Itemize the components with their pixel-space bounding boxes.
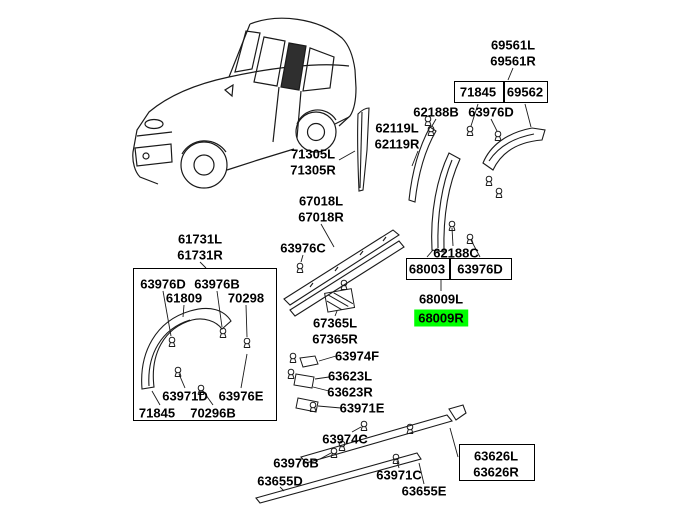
part-label-69561L[interactable]: 69561L [490, 37, 536, 53]
part-label-63623L[interactable]: 63623L [327, 368, 373, 384]
part-label-62188C[interactable]: 62188C [433, 245, 479, 261]
left-overfender-detail-drawing [141, 307, 232, 390]
part-label-63971D[interactable]: 63971D [162, 388, 208, 404]
part-group-box-68003-divider [449, 258, 451, 280]
rear-overfender-drawing [482, 127, 546, 171]
part-label-63976D-top[interactable]: 63976D [468, 104, 514, 120]
front-overfender-drawing [431, 152, 461, 253]
part-label-68009R-highlighted[interactable]: 68009R [414, 309, 468, 327]
side-molding-drawing [283, 229, 405, 317]
part-label-63976D-mid[interactable]: 63976D [457, 261, 503, 277]
part-label-67365L[interactable]: 67365L [312, 315, 358, 331]
part-label-61809[interactable]: 61809 [165, 290, 203, 306]
part-label-68003[interactable]: 68003 [408, 261, 446, 277]
part-label-63626R[interactable]: 63626R [473, 464, 519, 480]
part-group-box-69562 [454, 81, 548, 103]
part-label-63971C[interactable]: 63971C [376, 467, 422, 483]
sill-molding-lower-drawing [255, 452, 422, 504]
vehicle-drawing [132, 17, 357, 189]
part-group-box-63626 [459, 444, 535, 481]
sill-garnish-upper-drawing [300, 404, 467, 464]
leader-lines [151, 67, 532, 492]
pillar-garnish-drawing [357, 107, 370, 192]
part-label-62119L[interactable]: 62119L [375, 120, 419, 136]
bracket-cluster-drawing [293, 355, 319, 413]
part-label-63626L[interactable]: 63626L [473, 448, 519, 464]
part-group-box-69562-divider [503, 81, 505, 103]
front-strip-drawing [408, 126, 437, 203]
part-label-63655E[interactable]: 63655E [401, 483, 447, 499]
part-label-70296B[interactable]: 70296B [190, 405, 236, 421]
part-label-71845-top[interactable]: 71845 [459, 84, 497, 100]
part-label-63655D[interactable]: 63655D [257, 473, 303, 489]
part-group-box-68003 [406, 258, 512, 280]
part-label-68009L[interactable]: 68009L [418, 291, 464, 307]
part-label-63976C[interactable]: 63976C [280, 240, 326, 256]
plate-drawing [324, 288, 356, 313]
part-label-61731R[interactable]: 61731R [177, 247, 223, 263]
part-label-71305R[interactable]: 71305R [290, 162, 336, 178]
part-label-63971E[interactable]: 63971E [339, 400, 385, 416]
part-label-69562[interactable]: 69562 [506, 84, 544, 100]
part-label-63976B-bottom[interactable]: 63976B [273, 455, 319, 471]
part-label-62119R[interactable]: 62119R [374, 136, 420, 152]
part-label-61731L[interactable]: 61731L [177, 231, 223, 247]
part-label-67018R[interactable]: 67018R [298, 209, 344, 225]
part-label-63976D-box[interactable]: 63976D [140, 276, 186, 292]
part-group-box-left-overfender [133, 268, 277, 421]
part-label-69561R[interactable]: 69561R [490, 53, 536, 69]
part-label-70298[interactable]: 70298 [227, 290, 265, 306]
part-label-62188B[interactable]: 62188B [413, 104, 459, 120]
part-label-71305L[interactable]: 71305L [290, 146, 336, 162]
part-label-71845-box[interactable]: 71845 [138, 405, 176, 421]
part-label-67365R[interactable]: 67365R [312, 331, 358, 347]
part-label-63976E[interactable]: 63976E [218, 388, 264, 404]
part-label-67018L[interactable]: 67018L [298, 193, 344, 209]
part-label-63976B-box[interactable]: 63976B [194, 276, 240, 292]
part-label-63974F[interactable]: 63974F [334, 348, 380, 364]
part-label-63623R[interactable]: 63623R [327, 384, 373, 400]
part-label-63974C[interactable]: 63974C [322, 431, 368, 447]
